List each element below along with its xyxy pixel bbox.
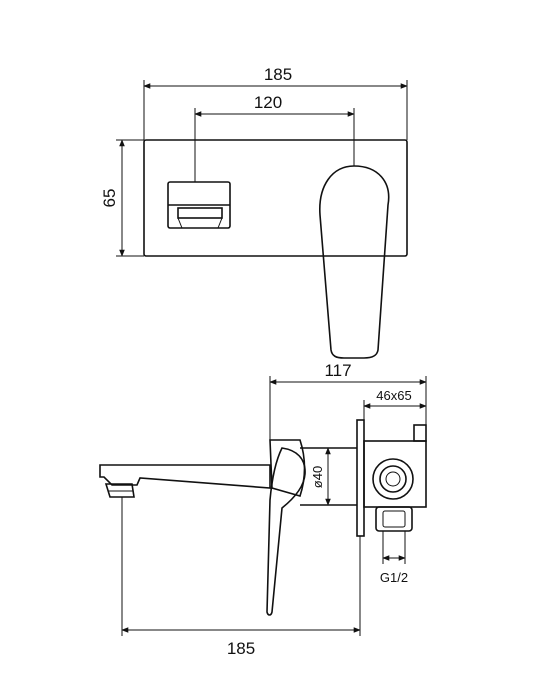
side-view: 117 46x65 ø40 G1/2 185: [99, 361, 427, 658]
dim-label-height: 65: [100, 189, 119, 208]
spout-outlet: [167, 181, 231, 229]
wall-plate-outline: [143, 139, 408, 257]
wall-plate-side: [356, 419, 365, 537]
dim-label-depth: 117: [324, 361, 351, 380]
spout-aerator: [104, 483, 135, 498]
lever-side: [266, 447, 306, 616]
rough-in-box: [363, 424, 427, 532]
dim-label-diameter: ø40: [310, 466, 325, 488]
lever-handle: [319, 165, 390, 359]
dim-label-overall-width: 185: [264, 65, 292, 84]
front-view: 185 120 65: [100, 65, 408, 359]
dim-label-spout-length: 185: [227, 639, 255, 658]
spout-body: [99, 464, 271, 489]
dim-label-box: 46x65: [376, 388, 411, 403]
dim-label-thread: G1/2: [380, 570, 408, 585]
dim-label-handle-offset: 120: [254, 93, 282, 112]
